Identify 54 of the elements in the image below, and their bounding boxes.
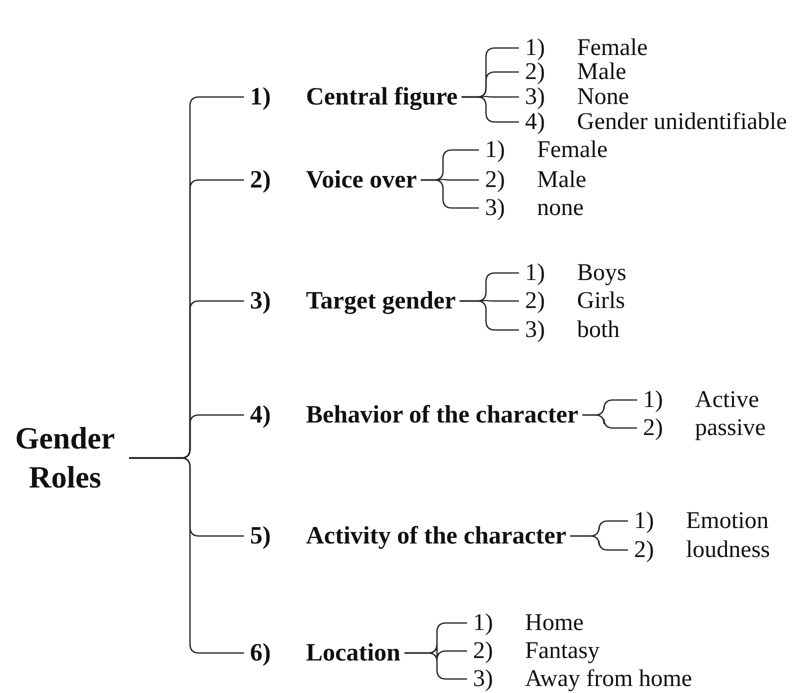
list-number: 2) — [525, 60, 546, 84]
list-number: 1) — [250, 84, 272, 110]
brace-connector — [129, 457, 244, 654]
list-number: 3) — [525, 318, 546, 342]
list-number: 2) — [473, 639, 494, 663]
list-number: 1) — [485, 138, 506, 162]
category-label: Activity of the character — [306, 524, 566, 548]
option-label: Active — [695, 388, 759, 412]
list-number: 1) — [643, 388, 664, 412]
list-number: 4) — [525, 110, 546, 134]
list-number: 1) — [473, 611, 494, 635]
list-number: 2) — [634, 538, 655, 562]
category-label: Location — [306, 640, 400, 666]
option-label: Female — [577, 36, 648, 60]
list-number: 5) — [250, 524, 272, 548]
list-number: 2) — [525, 289, 546, 313]
option-label: both — [577, 318, 620, 342]
list-number: 3) — [525, 85, 546, 109]
option-label: Away from home — [525, 667, 692, 691]
option-label: Male — [577, 60, 626, 84]
list-number: 4) — [250, 402, 272, 428]
category-label: Voice over — [306, 168, 417, 192]
list-number: 3) — [250, 288, 272, 314]
category-label: Behavior of the character — [306, 402, 578, 428]
list-number: 2) — [643, 416, 664, 440]
list-number: 3) — [485, 196, 506, 220]
brace-connector — [570, 535, 628, 551]
option-label: Home — [525, 611, 584, 635]
list-number: 6) — [250, 640, 272, 666]
category-label: Target gender — [306, 288, 456, 314]
option-label: none — [537, 196, 584, 220]
brace-connector — [582, 414, 637, 429]
brace-connector — [462, 96, 519, 123]
list-number: 3) — [473, 667, 494, 691]
list-number: 2) — [250, 168, 272, 192]
option-label: None — [577, 85, 629, 109]
list-number: 2) — [485, 168, 506, 192]
brace-connector — [460, 300, 519, 331]
list-number: 1) — [634, 509, 655, 533]
option-label: Fantasy — [525, 639, 600, 663]
option-label: Girls — [577, 289, 625, 313]
option-label: Boys — [577, 261, 626, 285]
option-label: Gender unidentifiable — [577, 110, 787, 134]
option-label: loudness — [686, 538, 770, 562]
list-number: 1) — [525, 36, 546, 60]
option-label: Female — [537, 138, 608, 162]
category-label: Central figure — [306, 84, 458, 110]
brace-connector — [404, 652, 467, 680]
root-label: Gender Roles — [5, 419, 125, 497]
brace-connector — [420, 179, 479, 209]
option-label: passive — [695, 416, 766, 440]
option-label: Emotion — [686, 509, 769, 533]
option-label: Male — [537, 168, 586, 192]
list-number: 1) — [525, 261, 546, 285]
